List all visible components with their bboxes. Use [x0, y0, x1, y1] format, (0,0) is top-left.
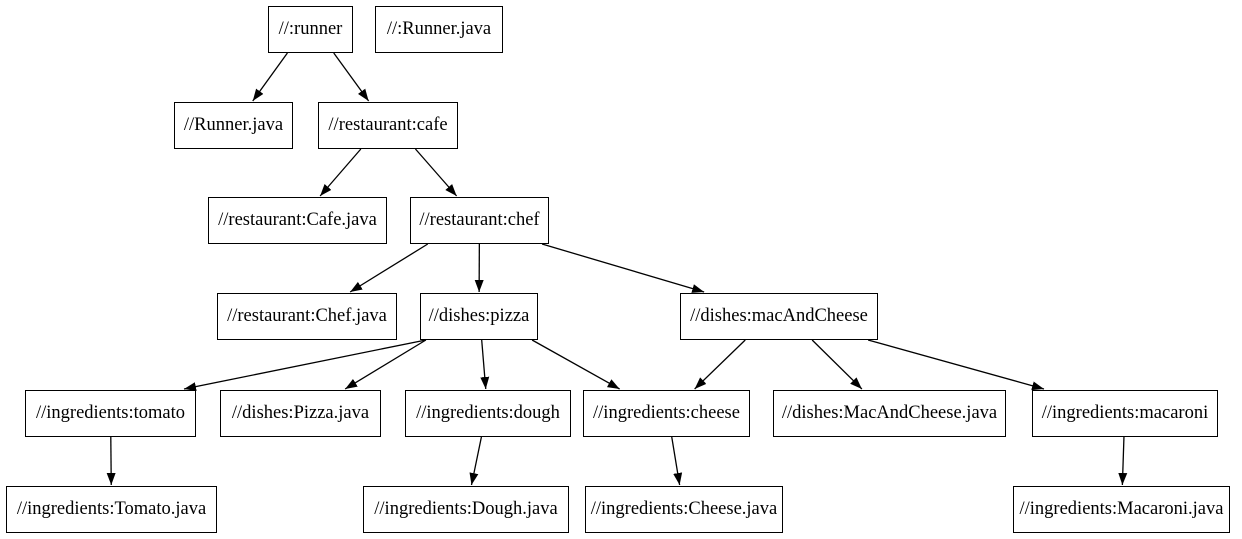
edge-mac-and-cheese-to-mac-and-cheese-java: [811, 339, 863, 390]
edge-mac-and-cheese-to-cheese: [694, 339, 746, 390]
graph-node-pizza-java: //dishes:Pizza.java: [220, 390, 381, 437]
edge-chef-to-chef-java: [349, 243, 429, 293]
graph-node-chef-java: //restaurant:Chef.java: [217, 293, 397, 340]
graph-node-chef: //restaurant:chef: [410, 197, 549, 244]
graph-node-tomato: //ingredients:tomato: [25, 390, 196, 437]
edge-dough-to-dough-java: [469, 436, 483, 486]
edge-cafe-to-chef: [414, 148, 458, 197]
graph-node-cafe: //restaurant:cafe: [318, 102, 458, 149]
edge-mac-and-cheese-to-macaroni: [867, 339, 1045, 391]
graph-node-dough-java: //ingredients:Dough.java: [363, 486, 569, 533]
graph-node-macaroni: //ingredients:macaroni: [1032, 390, 1218, 437]
edge-macaroni-to-macaroni-java: [1118, 436, 1128, 486]
graph-node-cheese-java: //ingredients:Cheese.java: [585, 486, 783, 533]
edge-pizza-to-cheese: [531, 339, 620, 390]
graph-node-cafe-java: //restaurant:Cafe.java: [208, 197, 387, 244]
edge-pizza-to-dough: [480, 339, 490, 390]
graph-node-runner-java-root: //:Runner.java: [375, 6, 503, 53]
graph-node-pizza: //dishes:pizza: [420, 293, 538, 340]
graph-node-mac-and-cheese-java: //dishes:MacAndCheese.java: [773, 390, 1006, 437]
graph-node-cheese: //ingredients:cheese: [583, 390, 750, 437]
edge-pizza-to-tomato: [183, 339, 427, 392]
graph-node-runner: //:runner: [268, 6, 353, 53]
graph-node-macaroni-java: //ingredients:Macaroni.java: [1013, 486, 1230, 533]
graph-node-runner-java: //Runner.java: [174, 102, 293, 149]
edge-cafe-to-cafe-java: [319, 148, 362, 197]
edge-cheese-to-cheese-java: [671, 436, 683, 486]
graph-node-dough: //ingredients:dough: [405, 390, 571, 437]
edge-chef-to-mac-and-cheese: [541, 243, 705, 293]
edge-pizza-to-pizza-java: [344, 339, 427, 390]
edge-runner-to-runner-java: [252, 52, 288, 102]
graph-node-tomato-java: //ingredients:Tomato.java: [6, 486, 217, 533]
edge-runner-to-cafe: [333, 52, 370, 102]
graph-node-mac-and-cheese: //dishes:macAndCheese: [680, 293, 878, 340]
